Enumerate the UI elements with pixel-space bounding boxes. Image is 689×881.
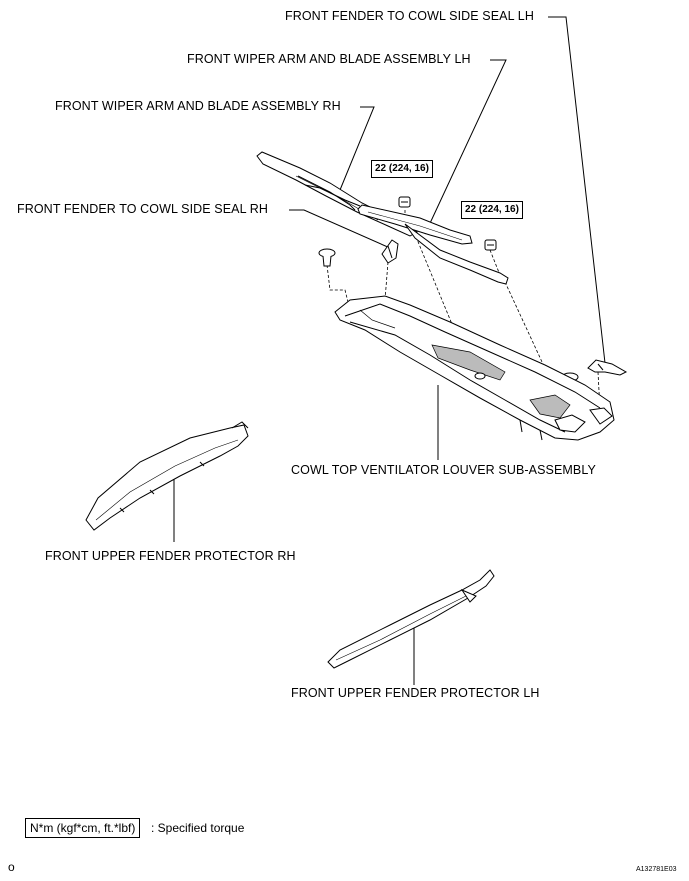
nut-lh (484, 239, 497, 251)
seal-rh-part (381, 239, 399, 264)
leader-wiper-lh (424, 59, 507, 235)
label-protector-lh: FRONT UPPER FENDER PROTECTOR LH (291, 686, 540, 700)
leader-wiper-rh (339, 106, 375, 191)
wiper-blade-lh (357, 204, 509, 285)
legend-description: : Specified torque (151, 821, 245, 835)
footer-left-mark: o (8, 860, 15, 874)
protector-rh-part (85, 421, 249, 531)
figure-id: A132781E03 (636, 866, 677, 873)
label-seal-lh: FRONT FENDER TO COWL SIDE SEAL LH (285, 9, 534, 23)
label-wiper-rh: FRONT WIPER ARM AND BLADE ASSEMBLY RH (55, 99, 341, 113)
torque-callout-lh: 22 (224, 16) (461, 201, 523, 219)
label-wiper-lh: FRONT WIPER ARM AND BLADE ASSEMBLY LH (187, 52, 471, 66)
label-seal-rh: FRONT FENDER TO COWL SIDE SEAL RH (17, 202, 269, 216)
label-louver: COWL TOP VENTILATOR LOUVER SUB-ASSEMBLY (291, 463, 596, 477)
leader-seal-rh (289, 209, 391, 249)
leader-lines (173, 16, 606, 685)
cowl-louver-part (334, 295, 615, 441)
torque-callout-rh: 22 (224, 16) (371, 160, 433, 178)
legend-unit-box: N*m (kgf*cm, ft.*lbf) (25, 818, 141, 838)
leader-seal-lh (548, 16, 606, 364)
label-protector-rh: FRONT UPPER FENDER PROTECTOR RH (45, 549, 296, 563)
clip-left (318, 248, 336, 267)
protector-lh-part (327, 569, 495, 669)
nut-rh (398, 196, 411, 208)
seal-lh-part (587, 359, 628, 376)
